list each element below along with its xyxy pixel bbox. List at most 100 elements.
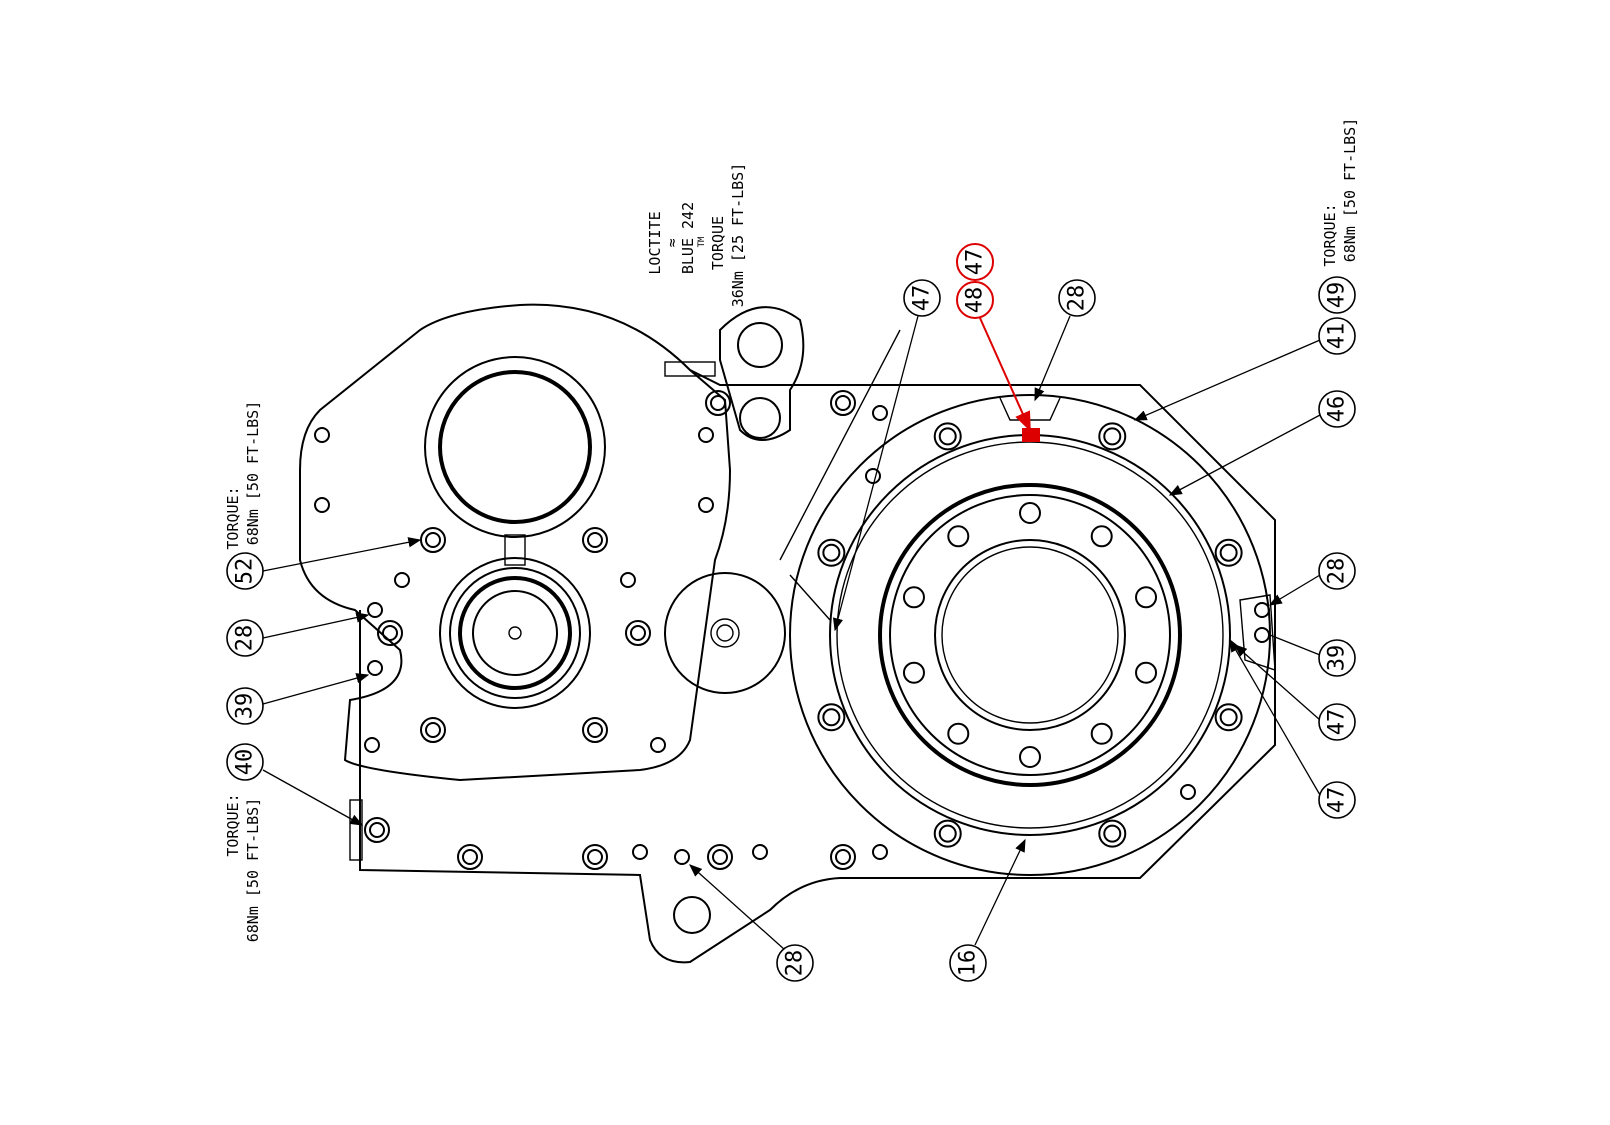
balloon-label: 46: [1325, 396, 1350, 423]
bolt-hole: [587, 849, 603, 865]
balloon-28-bottom: 28: [776, 944, 814, 982]
balloon-39-right: 39: [1318, 639, 1356, 677]
bolt-hole: [1254, 627, 1270, 643]
bolt-hole: [582, 527, 608, 553]
bolt-hole: [1019, 502, 1041, 524]
bolt-hole: [364, 737, 380, 753]
bolt-hole: [933, 819, 962, 848]
balloon-41: 41: [1318, 317, 1356, 355]
bolt-hole: [830, 390, 856, 416]
bolt-hole: [673, 896, 711, 934]
balloon-label: 28: [1325, 558, 1350, 585]
note-line: LOCTITE: [646, 211, 664, 274]
bolt-hole: [582, 717, 608, 743]
balloon-label: 28: [1065, 285, 1090, 312]
note-line: ≈: [663, 238, 681, 247]
bolt-hole: [630, 625, 646, 641]
balloon-label: 39: [233, 693, 258, 720]
balloon-label: 49: [1325, 282, 1350, 309]
bolt-hole: [822, 708, 841, 727]
bolt-hole: [1135, 586, 1158, 609]
bolt-holes: [314, 390, 1270, 934]
bolt-hole: [650, 737, 666, 753]
torque-note-left: TORQUE: 68Nm [50 FT-LBS]: [224, 401, 262, 550]
bolt-hole: [865, 468, 881, 484]
housing-outline: [299, 303, 1276, 964]
bolt-hole: [364, 817, 390, 843]
bolt-hole: [822, 543, 841, 562]
bolt-hole: [1090, 525, 1113, 548]
balloon-28-left: 28: [226, 619, 264, 657]
bolt-hole: [817, 538, 846, 567]
bolt-hole: [1090, 722, 1113, 745]
balloon-label: 47: [1325, 787, 1350, 814]
bolt-hole: [872, 844, 888, 860]
main-bore: [789, 394, 1271, 876]
bolt-hole: [674, 849, 690, 865]
balloon-label: 47: [1325, 709, 1350, 736]
bolt-hole: [835, 849, 851, 865]
bolt-hole: [1219, 543, 1238, 562]
balloon-label: 48: [963, 287, 988, 314]
balloon-label: 28: [233, 625, 258, 652]
note-line: 68Nm [50 FT-LBS]: [1341, 118, 1359, 263]
balloon-47-right-b: 47: [1318, 781, 1356, 819]
bolt-hole: [377, 620, 403, 646]
bolt-hole: [710, 395, 726, 411]
note-line: TORQUE:: [224, 486, 242, 549]
balloon-47-red: 47: [956, 243, 994, 281]
bolt-hole: [625, 620, 651, 646]
bolt-hole: [367, 660, 383, 676]
lower-gear: [439, 557, 591, 709]
bolt-hole: [707, 844, 733, 870]
bolt-hole: [712, 849, 728, 865]
bolt-hole: [1098, 422, 1127, 451]
balloon-52: 52: [226, 552, 264, 590]
bolt-hole: [1103, 427, 1122, 446]
bolt-hole: [620, 572, 636, 588]
bolt-hole: [1180, 784, 1196, 800]
balloon-49: 49: [1318, 276, 1356, 314]
note-line: 36Nm [25 FT-LBS]: [729, 163, 747, 308]
bolt-hole: [1135, 661, 1158, 684]
balloon-label: 16: [956, 950, 981, 977]
bolt-hole: [938, 427, 957, 446]
bolt-hole: [830, 844, 856, 870]
bolt-hole: [1214, 538, 1243, 567]
balloon-label: 41: [1325, 323, 1350, 350]
bolt-hole: [462, 849, 478, 865]
upper-gear: [424, 356, 606, 566]
leader-lines: [262, 315, 1321, 951]
bolt-hole: [367, 602, 383, 618]
note-line: BLUE 242: [679, 202, 697, 274]
bolt-hole: [587, 722, 603, 738]
bolt-hole: [314, 497, 330, 513]
note-line: TORQUE:: [1321, 203, 1339, 266]
bolt-hole: [872, 405, 888, 421]
idler-gear: [664, 572, 786, 694]
balloon-label: 39: [1325, 645, 1350, 672]
bolt-hole: [632, 844, 648, 860]
balloon-46: 46: [1318, 390, 1356, 428]
bolt-hole: [1219, 708, 1238, 727]
bolt-hole: [420, 717, 446, 743]
bolt-hole: [457, 844, 483, 870]
cam-plate: [719, 306, 805, 441]
note-line: 68Nm [50 FT-LBS]: [244, 798, 262, 943]
bolt-hole: [938, 824, 957, 843]
bolt-hole: [1214, 703, 1243, 732]
balloon-label: 40: [233, 749, 258, 776]
bolt-hole: [947, 525, 970, 548]
bolt-hole: [314, 427, 330, 443]
torque-note-bottom-left: TORQUE: 68Nm [50 FT-LBS]: [224, 793, 262, 942]
bolt-hole: [369, 822, 385, 838]
note-line: 68Nm [50 FT-LBS]: [244, 401, 262, 546]
bolt-hole: [698, 497, 714, 513]
bolt-hole: [752, 844, 768, 860]
note-line: TORQUE:: [224, 793, 242, 856]
balloon-28-top: 28: [1058, 279, 1096, 317]
balloon-48-red: 48: [956, 281, 994, 319]
bolt-hole: [698, 427, 714, 443]
bolt-hole: [394, 572, 410, 588]
note-line: TORQUE: [709, 216, 727, 270]
